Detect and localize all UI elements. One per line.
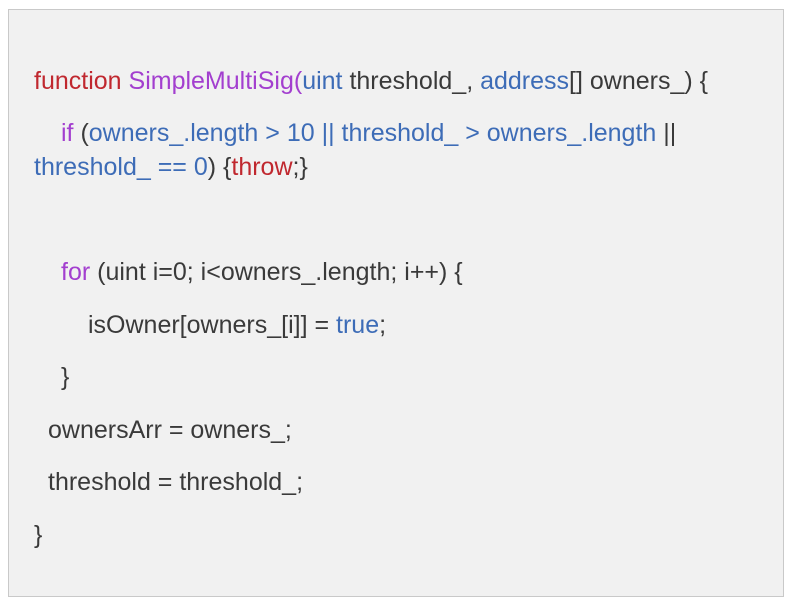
condition-part-1: owners_.length > 10 || threshold_ > owne… (88, 119, 657, 147)
code-line-if-continuation: threshold_ == 0) {throw;} (34, 152, 308, 182)
code-line-owners-arr: ownersArr = owners_; (48, 415, 292, 445)
code-line-function-close: } (34, 520, 42, 550)
code-line-function-signature: function SimpleMultiSig(uint threshold_,… (34, 66, 708, 96)
code-line-threshold: threshold = threshold_; (48, 467, 303, 497)
code-line-if-condition: if (owners_.length > 10 || threshold_ > … (61, 118, 676, 148)
throw-end: ;} (292, 153, 308, 181)
paren-open: ( (293, 67, 303, 95)
keyword-function: function (34, 67, 129, 95)
keyword-throw: throw (231, 153, 293, 181)
function-name: SimpleMultiSig (128, 67, 294, 95)
param-owners: [] owners_) { (569, 67, 708, 95)
semicolon: ; (379, 311, 387, 339)
for-loop-header: (uint i=0; i<owners_.length; i++) { (90, 258, 463, 286)
condition-part-2: threshold_ == 0 (34, 153, 208, 181)
if-open-paren: ( (73, 119, 89, 147)
keyword-for: for (61, 258, 91, 286)
code-line-is-owner: isOwner[owners_[i]] = true; (88, 310, 386, 340)
owners-arr-assign: ownersArr = owners_; (48, 416, 292, 444)
code-line-for-loop: for (uint i=0; i<owners_.length; i++) { (61, 257, 463, 287)
keyword-if: if (61, 119, 74, 147)
or-operator: || (656, 119, 677, 147)
code-line-for-close: } (61, 362, 69, 392)
type-address: address (480, 67, 570, 95)
threshold-assign: threshold = threshold_; (48, 468, 304, 496)
param-threshold: threshold_, (342, 67, 481, 95)
for-close-brace: } (61, 363, 70, 391)
if-close-brace: ) { (207, 153, 232, 181)
keyword-true: true (336, 311, 380, 339)
code-slide: function SimpleMultiSig(uint threshold_,… (8, 9, 784, 597)
function-close-brace: } (34, 521, 43, 549)
is-owner-assign: isOwner[owners_[i]] = (88, 311, 337, 339)
type-uint: uint (302, 67, 343, 95)
